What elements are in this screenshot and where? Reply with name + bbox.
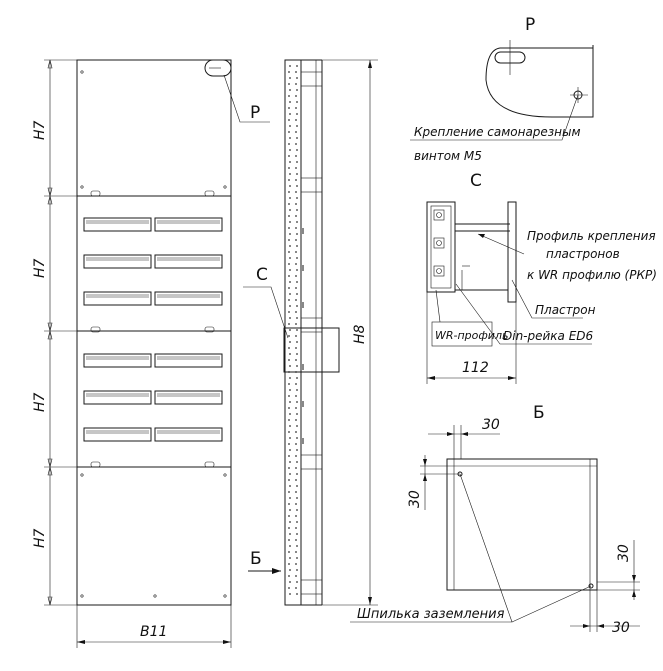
dim-30-left-line: [420, 455, 460, 510]
label-plastron: Пластрон: [535, 303, 596, 317]
dim-h7-1: H7: [32, 120, 48, 140]
fastening-leader: [410, 94, 579, 141]
label-profile-1: Профиль крепления: [527, 229, 656, 243]
side-view: С H8 Б: [243, 59, 378, 606]
dim-h7-3: H7: [32, 392, 48, 412]
h7-dimension-chain: [44, 59, 77, 606]
plastron-leader: [511, 279, 583, 319]
label-fastening-1: Крепление самонарезным: [414, 125, 581, 139]
p-leader: [223, 74, 270, 123]
dim-30-top: 30: [482, 417, 500, 433]
b11-dimension: [76, 605, 232, 648]
detail-c: С Профиль крепления пластронов к WR проф…: [426, 171, 657, 384]
front-view: H7 H7 H7 H7 B11 Р: [32, 59, 270, 648]
mounting-slots: [80, 70, 227, 598]
label-din-rail: Din-рейка ED6: [503, 329, 594, 343]
marker-p-main: Р: [250, 103, 260, 123]
detail-p: Р Крепление самонарезным винтом М5: [410, 15, 594, 163]
dim-30-right-line: [597, 540, 640, 600]
p-slot: [204, 59, 232, 77]
perforation: [288, 65, 298, 595]
p-detail-outline: [485, 45, 594, 118]
dim-30-right: 30: [616, 544, 632, 562]
marker-c-main: С: [256, 265, 268, 285]
dim-h8: H8: [352, 324, 368, 344]
module-rows: [83, 217, 223, 442]
dim-112-line: [426, 292, 517, 384]
grounding-leader: [350, 473, 513, 623]
dim-30-top-line: [428, 425, 500, 459]
dim-30-left: 30: [407, 490, 423, 508]
side-brackets: [300, 71, 323, 595]
marker-b-detail: Б: [533, 403, 545, 423]
din-rail-holes: [433, 209, 445, 277]
dim-h7-2: H7: [32, 258, 48, 278]
plastron-bracket: [507, 201, 517, 303]
marker-p-detail: Р: [525, 15, 535, 35]
dim-b11: B11: [140, 624, 167, 640]
label-profile-2: пластронов: [546, 247, 620, 261]
din-leader: [455, 283, 592, 345]
dim-30-bottom-line: [570, 590, 640, 632]
marker-b-main: Б: [250, 549, 262, 569]
dim-h7-4: H7: [32, 528, 48, 548]
wr-profile-section: [426, 201, 456, 293]
label-profile-3: к WR профилю (РКР): [527, 268, 657, 282]
profile-leader: [477, 233, 525, 255]
wr-label-box: [431, 321, 493, 347]
dim-30-bottom: 30: [612, 620, 630, 636]
c-detail-box: [283, 327, 340, 373]
ground-stud-right: [588, 583, 594, 589]
h8-dimension: [322, 59, 378, 606]
detail-b: Б 30 30 30: [350, 403, 640, 636]
marker-c-detail: С: [470, 171, 482, 191]
dim-112: 112: [462, 360, 489, 376]
label-fastening-2: винтом М5: [414, 149, 482, 163]
b-view-outline: [446, 458, 598, 591]
label-wr-profile: WR-профиль: [435, 329, 508, 342]
c-leader: [243, 286, 289, 339]
cabinet-outline: [76, 59, 232, 606]
label-grounding: Шпилька заземления: [357, 607, 505, 622]
wr-profile-strip: [284, 59, 302, 606]
